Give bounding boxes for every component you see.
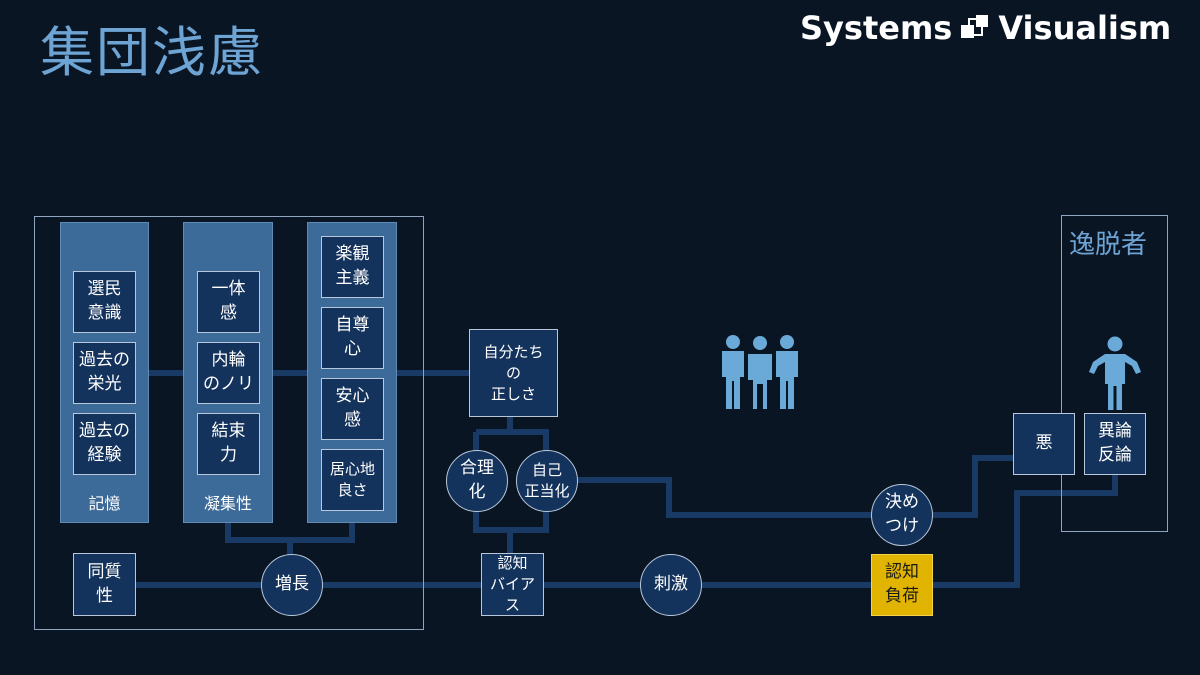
node-our-righteousness: 自分たち の 正しさ bbox=[469, 329, 558, 417]
node-optimism: 楽観 主義 bbox=[321, 236, 384, 298]
node-cognitive-load: 認知 負荷 bbox=[871, 554, 933, 616]
connector-cohesion-to-growth bbox=[225, 522, 355, 555]
deviant-label: 逸脱者 bbox=[1069, 230, 1148, 260]
node-stimulus: 刺激 bbox=[640, 554, 702, 616]
node-solidarity: 結束 力 bbox=[197, 413, 260, 475]
connector-labeling-to-evil bbox=[932, 455, 1015, 518]
brand-right: Visualism bbox=[998, 9, 1172, 47]
node-homogeneity: 同質 性 bbox=[73, 553, 136, 616]
node-security: 安心 感 bbox=[321, 378, 384, 440]
person-shrugging-icon bbox=[1087, 336, 1143, 410]
memory-group-label: 記憶 bbox=[88, 494, 121, 513]
brand-logo: Systems Visualism bbox=[800, 6, 1171, 50]
cohesion-group-label: 凝集性 bbox=[203, 494, 252, 513]
node-evil: 悪 bbox=[1013, 413, 1075, 475]
connector-justification-loop bbox=[473, 429, 549, 555]
node-self-justification: 自己 正当化 bbox=[516, 450, 578, 512]
deviant-frame bbox=[1061, 215, 1168, 532]
connector-load-to-dissent bbox=[933, 474, 1118, 588]
node-growth: 増長 bbox=[261, 554, 323, 616]
group-of-people-icon bbox=[718, 333, 802, 411]
connector-justification-to-labeling bbox=[578, 477, 872, 518]
node-labeling: 決め つけ bbox=[871, 484, 933, 546]
node-past-glory: 過去の 栄光 bbox=[73, 342, 136, 404]
group-thinking-frame bbox=[34, 216, 424, 630]
node-comfort: 居心地 良さ bbox=[321, 449, 384, 511]
node-past-experience: 過去の 経験 bbox=[73, 413, 136, 475]
page-title: 集団浅慮 bbox=[40, 21, 264, 84]
node-cognitive-bias: 認知 バイアス bbox=[481, 553, 544, 616]
node-unity: 一体 感 bbox=[197, 271, 260, 333]
node-self-esteem: 自尊 心 bbox=[321, 307, 384, 369]
node-inner-circle-mood: 内輪 のノリ bbox=[197, 342, 260, 404]
brand-left: Systems bbox=[800, 9, 953, 47]
node-dissent: 異論 反論 bbox=[1084, 413, 1146, 475]
systems-visualism-logo-icon bbox=[960, 13, 990, 43]
node-rationalization: 合理 化 bbox=[446, 450, 508, 512]
node-chosen-people: 選民 意識 bbox=[73, 271, 136, 333]
